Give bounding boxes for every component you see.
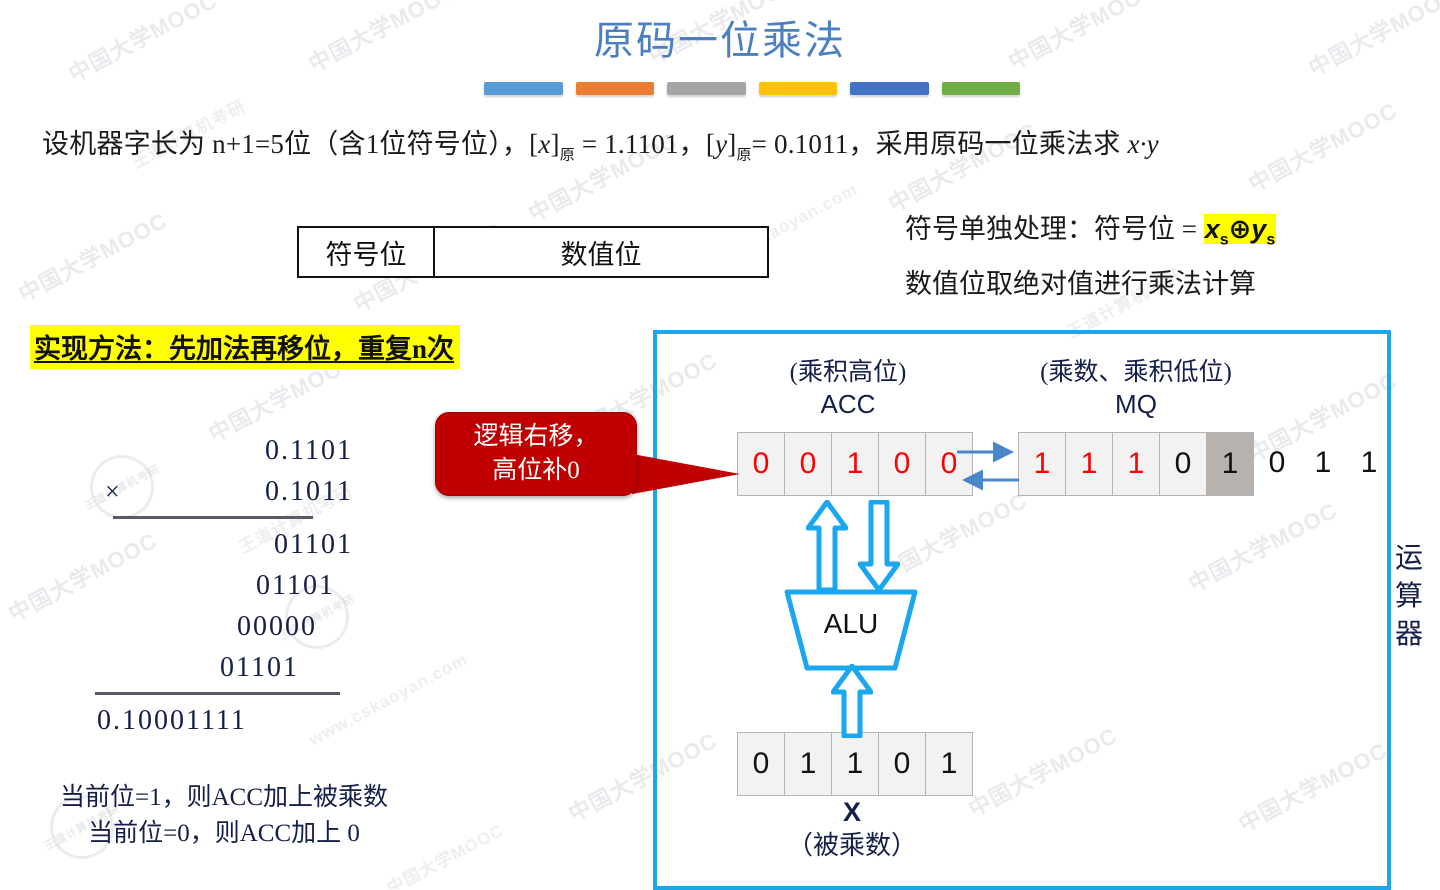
accent-bar-4	[758, 82, 837, 95]
problem-var-x: x	[538, 129, 551, 159]
bitfield-value-cell: 数值位	[560, 239, 642, 270]
problem-var-y: y	[715, 129, 728, 159]
note-absolute-value: 数值位取绝对值进行乘法计算	[905, 269, 1256, 299]
multiplier-row: × 0.1011	[95, 471, 385, 512]
bitfield-sign-cell: 符号位	[299, 228, 435, 276]
accent-bar-3	[667, 82, 746, 95]
product-row: 0.10001111	[97, 705, 247, 736]
mq-bit-3: 0	[1159, 432, 1207, 496]
accent-bar-group	[484, 82, 1020, 95]
problem-part-2: ]	[550, 129, 560, 159]
problem-part-1: 设机器字长为 n+1=5位（含1位符号位），[	[42, 129, 539, 159]
mq-bit-0: 1	[1018, 432, 1066, 496]
x-to-alu-arrow-up	[831, 664, 873, 738]
problem-part-5: = 0.1011，采用原码一位乘法求	[751, 129, 1128, 159]
alu-block	[784, 589, 918, 671]
sign-formula-xs: s	[1219, 231, 1229, 249]
acc-caption: (乘积高位) ACC	[737, 358, 959, 420]
problem-part-3: = 1.1101，[	[574, 129, 716, 159]
mq-bit-1: 1	[1065, 432, 1113, 496]
sign-formula-x: x	[1204, 214, 1220, 244]
x-bit-4: 1	[925, 732, 973, 796]
watermark-text: 中国大学MOOC	[14, 207, 172, 307]
acc-bit-3: 0	[878, 432, 926, 496]
sign-formula-op: ⊕	[1228, 214, 1252, 244]
x-bit-1: 1	[784, 732, 832, 796]
arithmetic-unit-label: 运算器	[1394, 543, 1423, 650]
mq-overflow-bit-2: 1	[1360, 446, 1378, 479]
long-multiplication: 0.1101 × 0.1011 01101 01101 00000 01101 0…	[95, 430, 385, 741]
problem-part-4: ]	[727, 129, 737, 159]
callout-tail	[632, 454, 740, 494]
sign-formula-ys: s	[1266, 231, 1276, 249]
callout-line-1: 逻辑右移，	[473, 423, 599, 450]
callout-line-2: 高位补0	[492, 457, 580, 484]
partial-product-2: 01101	[256, 570, 335, 601]
partial-product-1: 01101	[274, 529, 353, 560]
multiply-operator: ×	[105, 477, 122, 506]
sign-formula: xs⊕ys	[1203, 214, 1277, 248]
x-bit-0: 0	[737, 732, 785, 796]
problem-statement: 设机器字长为 n+1=5位（含1位符号位），[x]原 = 1.1101，[y]原…	[42, 122, 1432, 164]
bitfield-table: 符号位 数值位	[297, 226, 769, 278]
accent-bar-6	[941, 82, 1020, 95]
multiplicand-row: 0.1101	[265, 435, 353, 466]
note-sign-prefix: 符号单独处理：符号位 =	[905, 214, 1204, 244]
divider-bottom	[95, 692, 340, 695]
x-caption: X （被乘数）	[737, 796, 967, 863]
accent-bar-5	[850, 82, 929, 95]
divider-top	[113, 516, 313, 519]
acc-bit-0: 0	[737, 432, 785, 496]
acc-name-label: ACC	[820, 389, 876, 419]
problem-sub-y: 原	[736, 147, 752, 164]
accent-bar-2	[575, 82, 654, 95]
x-bit-2: 1	[831, 732, 879, 796]
x-bit-3: 0	[878, 732, 926, 796]
watermark-text: 中国大学MOOC	[384, 820, 507, 889]
arithmetic-unit-box	[653, 330, 1391, 890]
mq-bit-2: 1	[1112, 432, 1160, 496]
page-title: 原码一位乘法	[594, 18, 846, 63]
acc-register: 0 0 1 0 0	[737, 432, 973, 496]
sign-formula-y: y	[1251, 214, 1267, 244]
algorithm-rules: 当前位=1，则ACC加上被乘数 当前位=0，则ACC加上 0	[60, 780, 388, 852]
partial-product-3: 00000	[237, 611, 317, 642]
method-highlight: 实现方法：先加法再移位，重复n次	[30, 325, 461, 369]
partial-product-4: 01101	[220, 652, 299, 683]
acc-bit-1: 0	[784, 432, 832, 496]
shift-callout: 逻辑右移， 高位补0	[435, 412, 637, 496]
mq-register: 1 1 1 0 1 0 1 1	[1018, 432, 1392, 496]
alu-label: ALU	[823, 608, 879, 639]
mq-bit-4: 1	[1206, 432, 1254, 496]
acc-bit-2: 1	[831, 432, 879, 496]
acc-to-alu-arrow-up	[806, 500, 848, 592]
multiplier-value: 0.1011	[265, 476, 353, 507]
mq-overflow-bit-0: 0	[1268, 446, 1286, 479]
acc-paren-label: (乘积高位)	[789, 359, 907, 386]
alu-to-acc-arrow-down	[858, 500, 900, 592]
rule-line-2: 当前位=0，则ACC加上 0	[88, 820, 360, 847]
acc-mq-bus-arrows	[957, 441, 1019, 491]
mq-paren-label: (乘数、乘积低位)	[1040, 359, 1232, 386]
mq-overflow-bit-1: 1	[1314, 446, 1332, 479]
rule-line-1: 当前位=1，则ACC加上被乘数	[60, 784, 389, 811]
x-name-label: X	[842, 797, 861, 827]
accent-bar-1	[484, 82, 563, 95]
mq-name-label: MQ	[1115, 389, 1157, 419]
mq-caption: (乘数、乘积低位) MQ	[986, 358, 1286, 420]
note-sign-handling: 符号单独处理：符号位 = xs⊕ys	[905, 207, 1277, 249]
problem-expression: x·y	[1127, 129, 1159, 159]
x-paren-label: （被乘数）	[786, 831, 917, 860]
x-register: 0 1 1 0 1	[737, 732, 973, 796]
problem-sub-x: 原	[559, 147, 575, 164]
